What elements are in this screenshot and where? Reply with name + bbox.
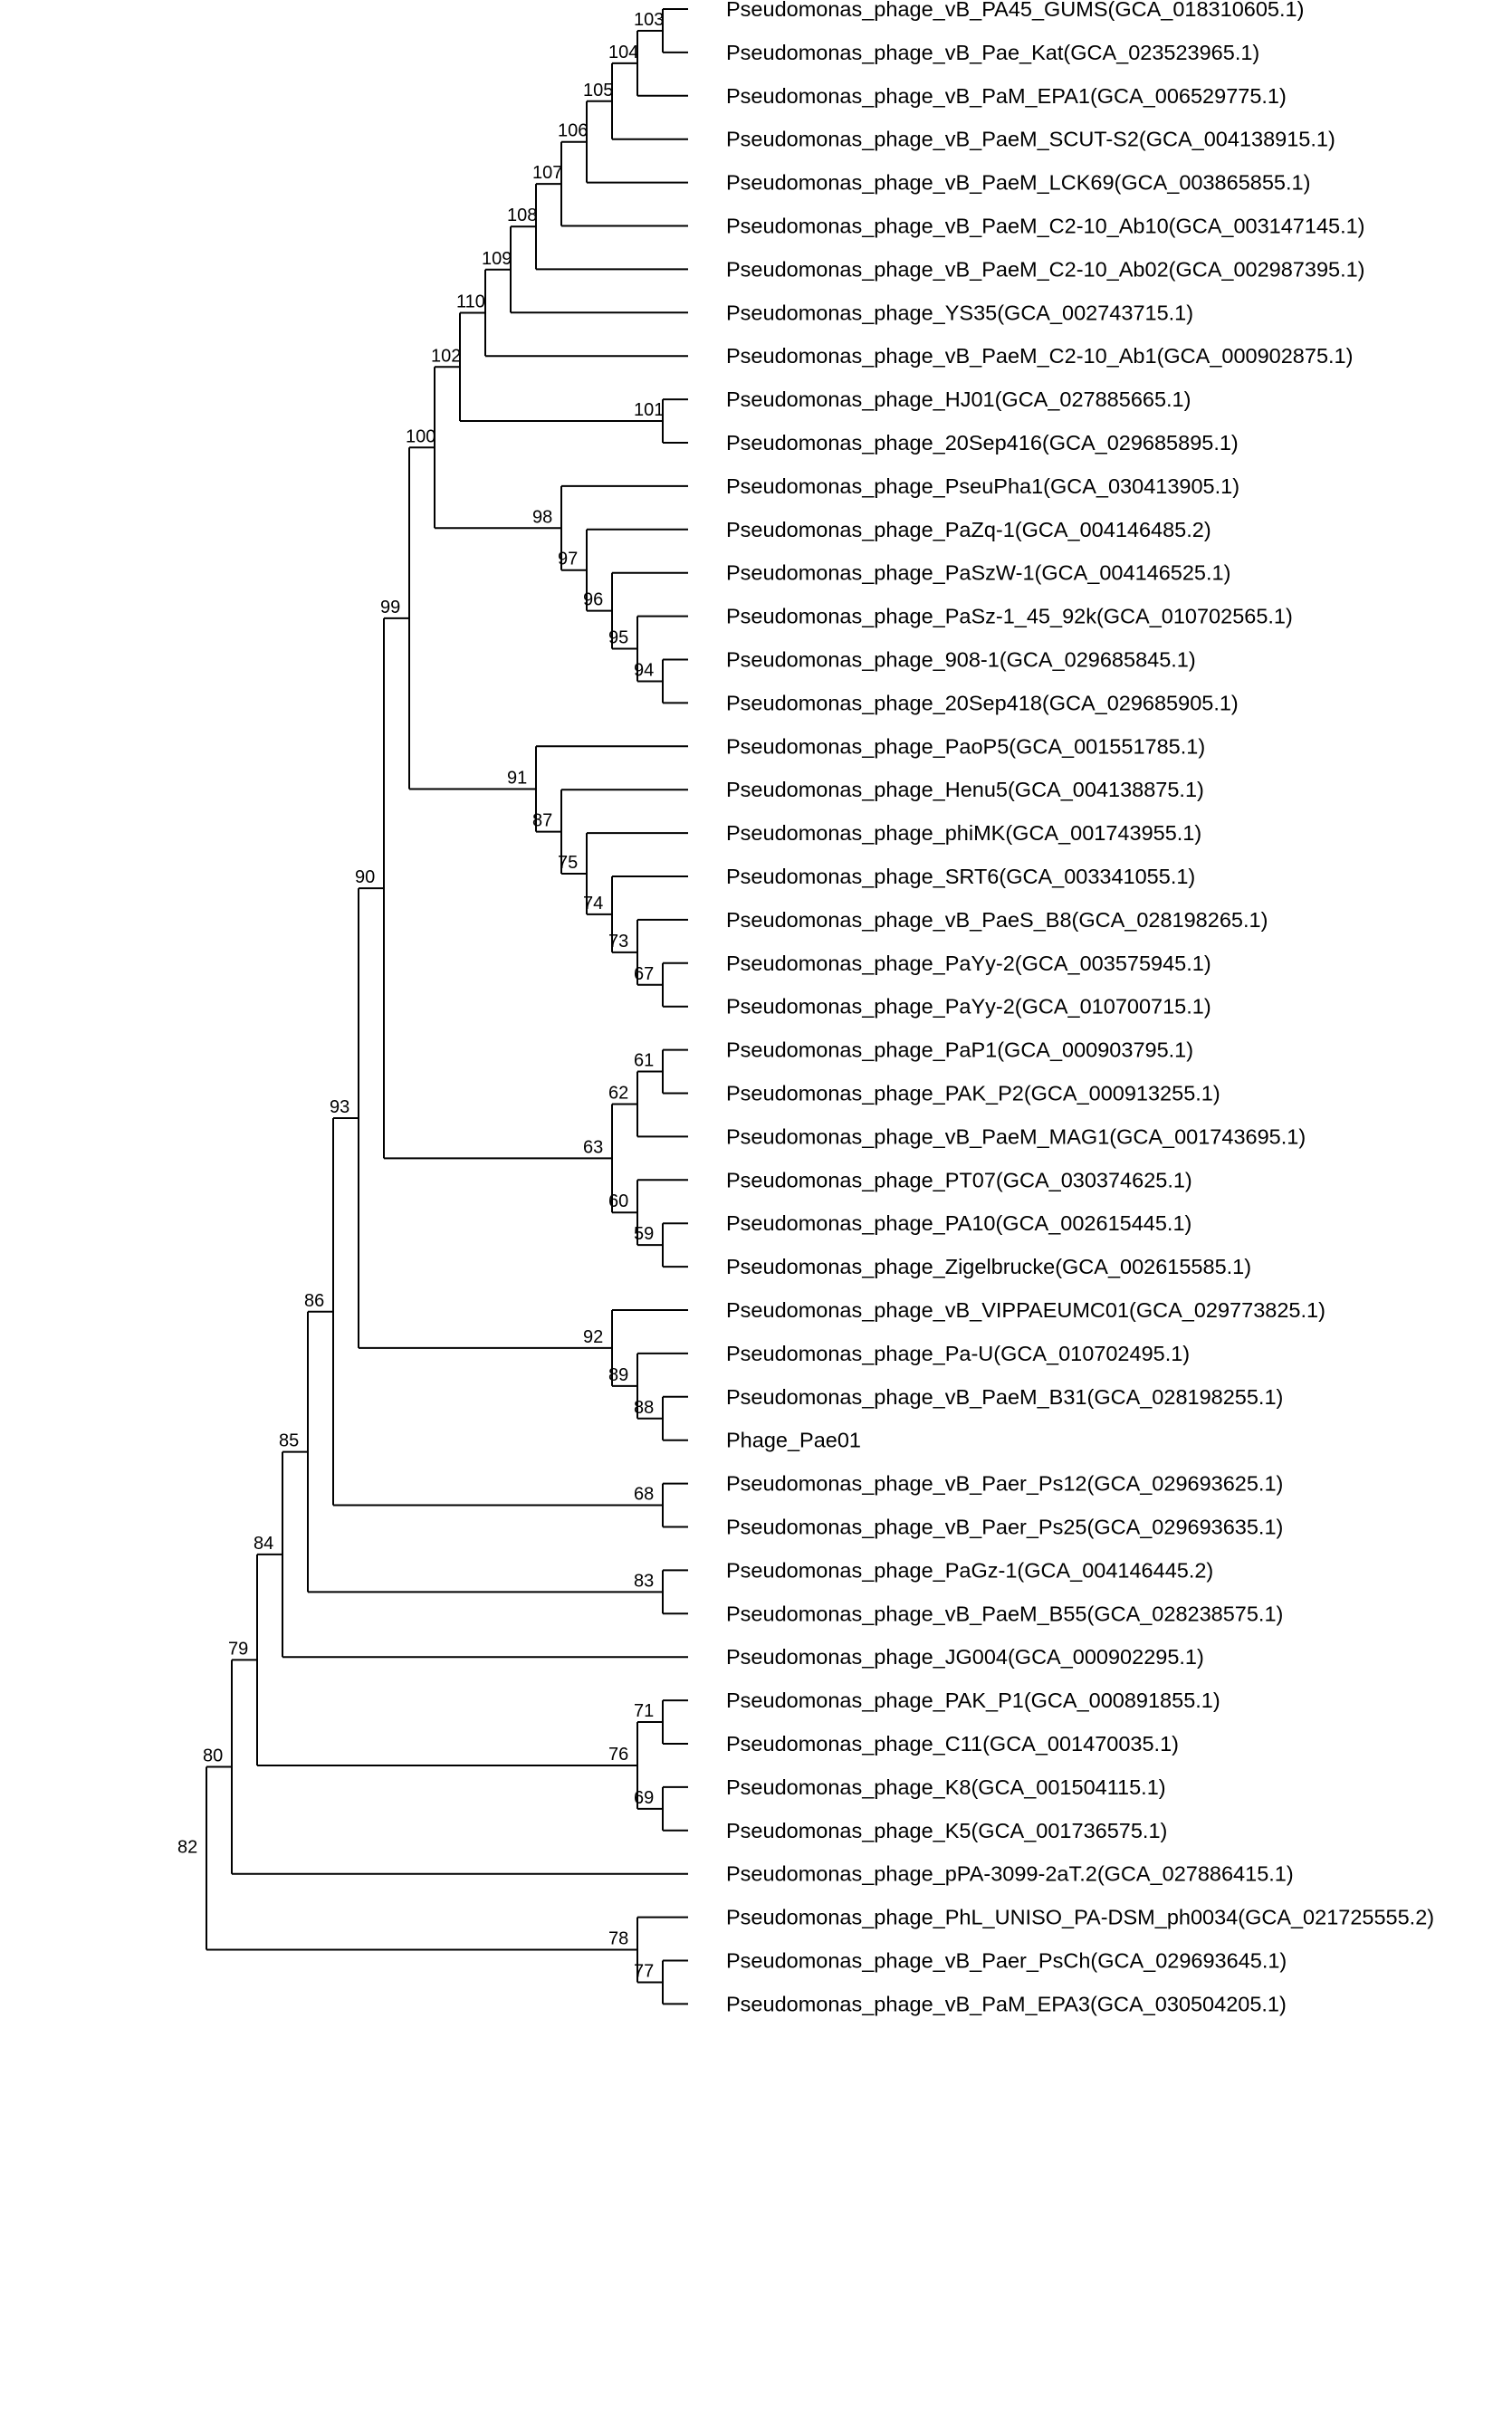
leaf-label: Pseudomonas_phage_PaYy-2(GCA_010700715.1… bbox=[726, 995, 1211, 1019]
tree-branches bbox=[206, 8, 688, 2005]
leaf-label: Pseudomonas_phage_vB_Pae_Kat(GCA_0235239… bbox=[726, 41, 1259, 64]
leaf-label: Pseudomonas_phage_PAK_P1(GCA_000891855.1… bbox=[726, 1689, 1220, 1712]
leaf-label: Pseudomonas_phage_vB_VIPPAEUMC01(GCA_029… bbox=[726, 1298, 1325, 1322]
support-value: 110 bbox=[456, 292, 485, 311]
support-value: 62 bbox=[608, 1083, 628, 1103]
leaf-label: Pseudomonas_phage_pPA-3099-2aT.2(GCA_027… bbox=[726, 1862, 1294, 1886]
leaf-label: Pseudomonas_phage_vB_PaeM_B55(GCA_028238… bbox=[726, 1602, 1283, 1625]
support-value: 91 bbox=[507, 768, 527, 788]
support-value: 105 bbox=[583, 81, 613, 100]
support-value: 88 bbox=[634, 1398, 654, 1418]
leaf-label: Pseudomonas_phage_SRT6(GCA_003341055.1) bbox=[726, 865, 1195, 888]
leaf-label: Pseudomonas_phage_YS35(GCA_002743715.1) bbox=[726, 301, 1193, 324]
leaf-label: Pseudomonas_phage_vB_PaeM_C2-10_Ab02(GCA… bbox=[726, 257, 1365, 281]
leaf-label: Pseudomonas_phage_K8(GCA_001504115.1) bbox=[726, 1775, 1166, 1799]
support-value: 92 bbox=[583, 1327, 603, 1347]
support-value: 59 bbox=[634, 1224, 654, 1244]
support-value: 71 bbox=[634, 1701, 654, 1721]
leaf-label: Pseudomonas_phage_phiMK(GCA_001743955.1) bbox=[726, 821, 1201, 845]
support-value: 107 bbox=[532, 163, 562, 183]
leaf-label: Pseudomonas_phage_vB_PaeM_B31(GCA_028198… bbox=[726, 1385, 1283, 1409]
leaf-label: Pseudomonas_phage_PaYy-2(GCA_003575945.1… bbox=[726, 952, 1211, 975]
support-value: 93 bbox=[330, 1097, 349, 1117]
support-value: 106 bbox=[558, 121, 588, 141]
support-value: 73 bbox=[608, 932, 628, 952]
support-value: 75 bbox=[558, 853, 578, 873]
support-value: 69 bbox=[634, 1788, 654, 1808]
support-value: 96 bbox=[583, 590, 603, 610]
support-value: 97 bbox=[558, 550, 578, 569]
support-value: 100 bbox=[406, 426, 435, 446]
leaf-label: Pseudomonas_phage_Pa-U(GCA_010702495.1) bbox=[726, 1342, 1190, 1365]
leaf-label: Pseudomonas_phage_vB_Paer_Ps25(GCA_02969… bbox=[726, 1516, 1283, 1539]
support-value: 77 bbox=[634, 1961, 654, 1981]
support-value: 74 bbox=[583, 894, 603, 914]
support-value: 79 bbox=[228, 1639, 248, 1659]
support-value: 103 bbox=[634, 10, 664, 30]
support-value: 104 bbox=[608, 43, 638, 62]
leaf-label: Pseudomonas_phage_vB_PaeM_C2-10_Ab1(GCA_… bbox=[726, 344, 1353, 368]
leaf-label: Phage_Pae01 bbox=[726, 1429, 861, 1452]
leaf-label: Pseudomonas_phage_C11(GCA_001470035.1) bbox=[726, 1732, 1179, 1756]
support-value: 67 bbox=[634, 964, 654, 984]
support-value: 90 bbox=[355, 867, 375, 887]
support-value: 82 bbox=[177, 1838, 197, 1858]
support-value: 68 bbox=[634, 1485, 654, 1505]
support-value: 95 bbox=[608, 628, 628, 648]
leaf-label: Pseudomonas_phage_vB_PaeS_B8(GCA_0281982… bbox=[726, 908, 1268, 932]
support-value: 98 bbox=[532, 507, 552, 527]
leaf-label: Pseudomonas_phage_vB_PaeM_SCUT-S2(GCA_00… bbox=[726, 128, 1335, 151]
leaf-label: Pseudomonas_phage_908-1(GCA_029685845.1) bbox=[726, 648, 1196, 672]
support-value: 86 bbox=[304, 1291, 324, 1311]
support-value: 63 bbox=[583, 1137, 603, 1157]
leaf-label: Pseudomonas_phage_PT07(GCA_030374625.1) bbox=[726, 1168, 1192, 1191]
leaf-label: Pseudomonas_phage_PseuPha1(GCA_030413905… bbox=[726, 474, 1239, 498]
leaf-label: Pseudomonas_phage_PaP1(GCA_000903795.1) bbox=[726, 1038, 1193, 1062]
support-value: 60 bbox=[608, 1191, 628, 1211]
leaf-label: Pseudomonas_phage_vB_PaM_EPA1(GCA_006529… bbox=[726, 84, 1287, 108]
support-value: 89 bbox=[608, 1365, 628, 1385]
leaf-labels: Pseudomonas_phage_vB_PA45_GUMS(GCA_01831… bbox=[726, 0, 1434, 2015]
leaf-label: Pseudomonas_phage_vB_PaeM_C2-10_Ab10(GCA… bbox=[726, 215, 1365, 238]
support-value: 99 bbox=[380, 598, 400, 617]
support-value: 87 bbox=[532, 811, 552, 831]
leaf-label: Pseudomonas_phage_Zigelbrucke(GCA_002615… bbox=[726, 1255, 1251, 1278]
leaf-label: Pseudomonas_phage_PAK_P2(GCA_000913255.1… bbox=[726, 1082, 1220, 1105]
support-value: 101 bbox=[634, 400, 664, 420]
leaf-label: Pseudomonas_phage_vB_PA45_GUMS(GCA_01831… bbox=[726, 0, 1304, 21]
leaf-label: Pseudomonas_phage_vB_PaeM_MAG1(GCA_00174… bbox=[726, 1124, 1306, 1148]
support-value: 84 bbox=[254, 1534, 273, 1554]
leaf-label: Pseudomonas_phage_vB_PaM_EPA3(GCA_030504… bbox=[726, 1992, 1287, 2015]
leaf-label: Pseudomonas_phage_PaoP5(GCA_001551785.1) bbox=[726, 734, 1205, 758]
leaf-label: Pseudomonas_phage_PhL_UNISO_PA-DSM_ph003… bbox=[726, 1906, 1434, 1929]
leaf-label: Pseudomonas_phage_Henu5(GCA_004138875.1) bbox=[726, 778, 1204, 801]
support-value: 83 bbox=[634, 1571, 654, 1591]
leaf-label: Pseudomonas_phage_20Sep418(GCA_029685905… bbox=[726, 691, 1239, 714]
leaf-label: Pseudomonas_phage_PaGz-1(GCA_004146445.2… bbox=[726, 1558, 1213, 1582]
support-value: 85 bbox=[279, 1431, 299, 1451]
leaf-label: Pseudomonas_phage_JG004(GCA_000902295.1) bbox=[726, 1645, 1204, 1669]
support-value: 94 bbox=[634, 660, 654, 680]
leaf-label: Pseudomonas_phage_PaZq-1(GCA_004146485.2… bbox=[726, 518, 1211, 541]
leaf-label: Pseudomonas_phage_K5(GCA_001736575.1) bbox=[726, 1819, 1167, 1842]
leaf-label: Pseudomonas_phage_vB_Paer_PsCh(GCA_02969… bbox=[726, 1949, 1287, 1973]
leaf-label: Pseudomonas_phage_20Sep416(GCA_029685895… bbox=[726, 431, 1239, 454]
leaf-label: Pseudomonas_phage_vB_PaeM_LCK69(GCA_0038… bbox=[726, 171, 1310, 195]
support-value: 102 bbox=[431, 346, 461, 366]
support-value: 108 bbox=[507, 206, 537, 225]
leaf-label: Pseudomonas_phage_PA10(GCA_002615445.1) bbox=[726, 1211, 1191, 1235]
support-value: 78 bbox=[608, 1929, 628, 1949]
leaf-label: Pseudomonas_phage_vB_Paer_Ps12(GCA_02969… bbox=[726, 1472, 1283, 1496]
support-value: 80 bbox=[203, 1746, 223, 1766]
leaf-label: Pseudomonas_phage_HJ01(GCA_027885665.1) bbox=[726, 387, 1191, 411]
leaf-label: Pseudomonas_phage_PaSzW-1(GCA_004146525.… bbox=[726, 561, 1230, 585]
support-value: 109 bbox=[482, 249, 512, 269]
leaf-label: Pseudomonas_phage_PaSz-1_45_92k(GCA_0107… bbox=[726, 605, 1293, 628]
support-value: 76 bbox=[608, 1745, 628, 1765]
support-value: 61 bbox=[634, 1051, 654, 1071]
